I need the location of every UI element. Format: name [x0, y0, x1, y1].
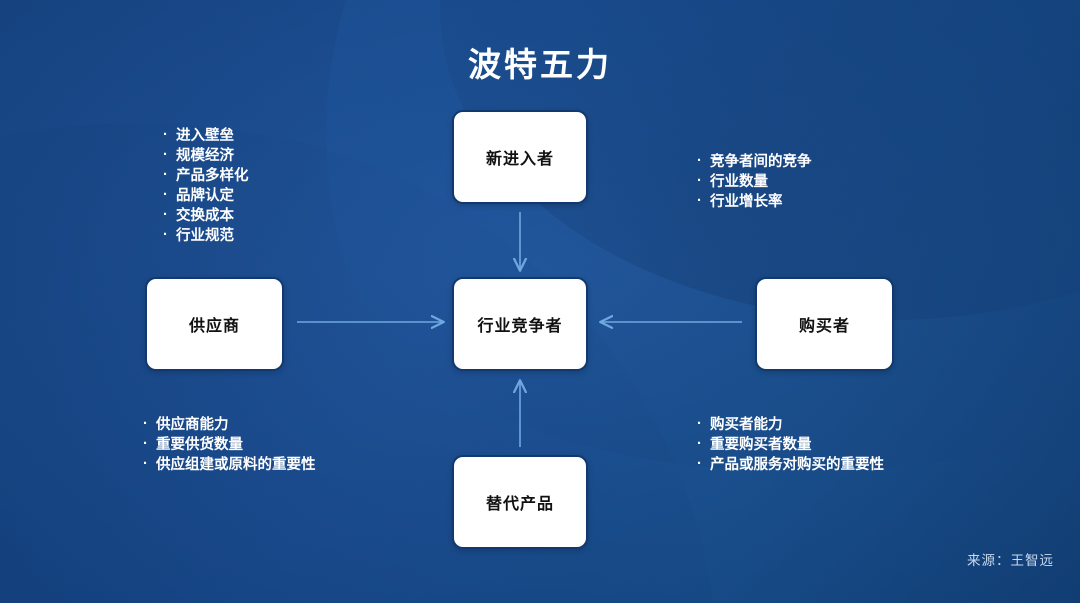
list-item: 行业数量 — [697, 171, 812, 192]
list-item: 供应商能力 — [143, 414, 316, 435]
node-buyers-label: 购买者 — [798, 318, 850, 335]
node-substitutes-label: 替代产品 — [485, 496, 554, 513]
list-item: 重要购买者数量 — [697, 434, 884, 455]
list-item: 行业规范 — [163, 225, 249, 246]
node-suppliers-label: 供应商 — [188, 318, 240, 335]
node-buyers[interactable]: 购买者 — [755, 277, 894, 371]
list-item: 产品或服务对购买的重要性 — [697, 454, 884, 475]
list-item: 规模经济 — [163, 145, 249, 166]
list-item: 供应组建或原料的重要性 — [143, 454, 316, 475]
list-item: 行业增长率 — [697, 191, 812, 212]
list-item: 重要供货数量 — [143, 434, 316, 455]
node-suppliers[interactable]: 供应商 — [145, 277, 284, 371]
node-industry-competitors[interactable]: 行业竞争者 — [452, 277, 588, 371]
list-buyer-factors: 购买者能力重要购买者数量产品或服务对购买的重要性 — [697, 414, 884, 475]
list-item: 进入壁垒 — [163, 125, 249, 146]
list-rivalry-factors: 竞争者间的竞争行业数量行业增长率 — [697, 151, 812, 212]
node-substitutes[interactable]: 替代产品 — [452, 455, 588, 549]
slide-title: 波特五力 — [468, 46, 612, 83]
list-new-entrants-factors: 进入壁垒规模经济产品多样化品牌认定交换成本行业规范 — [163, 125, 249, 246]
node-industry-competitors-label: 行业竞争者 — [477, 318, 563, 335]
list-item: 品牌认定 — [163, 185, 249, 206]
list-supplier-factors: 供应商能力重要供货数量供应组建或原料的重要性 — [143, 414, 316, 475]
list-item: 竞争者间的竞争 — [697, 151, 812, 172]
list-item: 产品多样化 — [163, 165, 249, 186]
list-item: 交换成本 — [163, 205, 249, 226]
source-attribution: 来源：王智远 — [967, 553, 1054, 568]
node-new-entrants[interactable]: 新进入者 — [452, 110, 588, 204]
node-new-entrants-label: 新进入者 — [485, 151, 554, 168]
list-item: 购买者能力 — [697, 414, 884, 435]
